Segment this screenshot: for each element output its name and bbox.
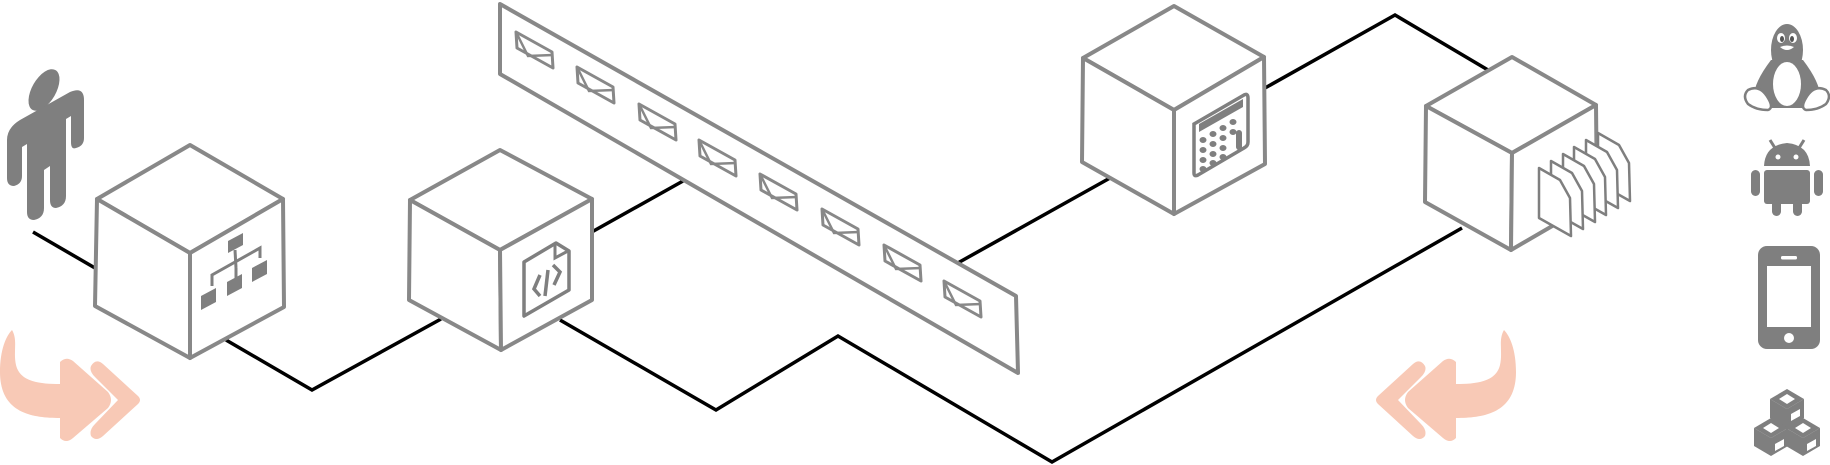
link-queue-return xyxy=(559,226,1463,465)
link-user-sitemap xyxy=(32,230,96,270)
linux-tux-icon xyxy=(1743,24,1830,112)
calculator-icon xyxy=(1192,92,1250,178)
message-queue xyxy=(498,2,1020,375)
link-code-queue xyxy=(589,179,684,235)
document-stack-icon xyxy=(1537,131,1632,238)
cube-sitemap xyxy=(93,143,286,360)
sitemap-icon xyxy=(201,233,267,310)
code-file-icon xyxy=(522,241,571,318)
curved-arrow-right-icon xyxy=(0,330,140,441)
link-calculator-documents xyxy=(1264,12,1489,90)
boxes-icon xyxy=(1754,389,1820,456)
link-queue-calculator xyxy=(955,176,1111,266)
connection-lines xyxy=(32,12,1489,465)
message-queue-panel xyxy=(498,2,1020,375)
smartphone-icon xyxy=(1758,246,1820,349)
link-sitemap-code xyxy=(225,317,442,393)
user-icon xyxy=(7,69,84,220)
curved-arrow-left-icon xyxy=(1376,330,1516,441)
android-icon xyxy=(1751,139,1823,216)
